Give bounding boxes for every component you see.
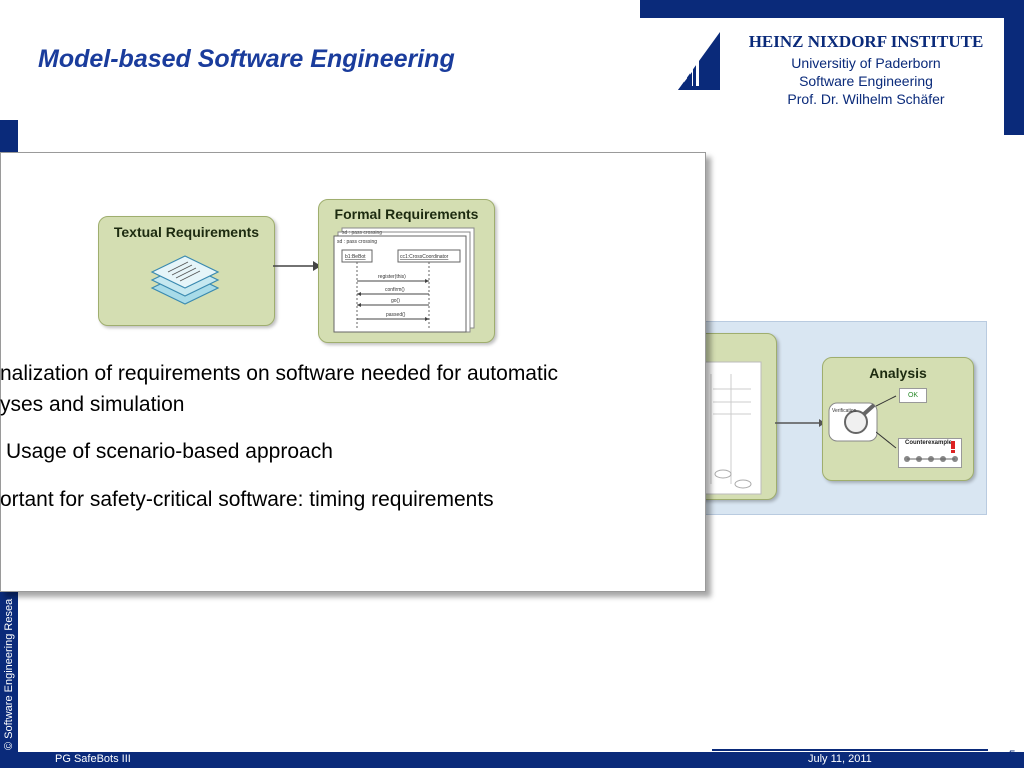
warning-icon (951, 441, 955, 453)
requirements-arrow (273, 261, 321, 271)
magnifier-icon: Verification (828, 402, 878, 442)
message-register: register(this) (378, 274, 406, 280)
header-top-bar (640, 0, 1024, 18)
institute-line-professor: Prof. Dr. Wilhelm Schäfer (787, 91, 945, 107)
footer-bar (0, 752, 1024, 768)
institute-line-department: Software Engineering (799, 73, 933, 89)
slide-title: Model-based Software Engineering (38, 45, 455, 73)
arrow-to-analysis (775, 419, 825, 427)
institute-name: HEINZ NIXDORF INSTITUTE (748, 32, 984, 51)
sequence-diagram: sd : pass crossing sd : pass crossing b1… (333, 227, 475, 333)
page-number: 5 (1008, 748, 1015, 762)
header-right-bar (1004, 0, 1024, 135)
footer-date: July 11, 2011 (808, 753, 872, 765)
sequence-diagram-label: sd : pass crossing (337, 239, 377, 245)
university-logo-icon (678, 32, 720, 90)
footer-divider (712, 749, 988, 751)
bullet-formalization-line1: nalization of requirements on software n… (0, 362, 558, 385)
lifeline-bebot: b1:BeBot (345, 254, 366, 260)
message-confirm: confirm() (385, 287, 405, 293)
copyright-vertical-text: © Software Engineering Resea (3, 598, 15, 750)
bullet-scenario-approach: Usage of scenario-based approach (6, 440, 333, 463)
models-diagram (700, 361, 762, 495)
sequence-diagram-back-label: sd : pass crossing (342, 230, 382, 236)
documents-stack-icon (150, 255, 220, 305)
analysis-title: Analysis (869, 365, 927, 381)
formal-requirements-title: Formal Requirements (334, 206, 479, 222)
message-go: go() (391, 298, 400, 304)
counterexample-label: Counterexample (905, 440, 953, 446)
ok-badge: OK (899, 388, 927, 403)
bullet-formalization-line2: yses and simulation (0, 393, 185, 416)
verification-arrows (876, 395, 897, 449)
verification-label: Verification (832, 408, 857, 414)
lifeline-crosscoordinator: cc1:CrossCoordinator (400, 254, 449, 260)
textual-requirements-title: Textual Requirements (113, 224, 260, 240)
message-passed: passed() (386, 312, 406, 318)
institute-line-university: Universitiy of Paderborn (791, 55, 941, 71)
footer-course-name: PG SafeBots III (55, 753, 131, 765)
counterexample-trace (904, 456, 958, 462)
bullet-timing-requirements: ortant for safety-critical software: tim… (0, 488, 494, 511)
